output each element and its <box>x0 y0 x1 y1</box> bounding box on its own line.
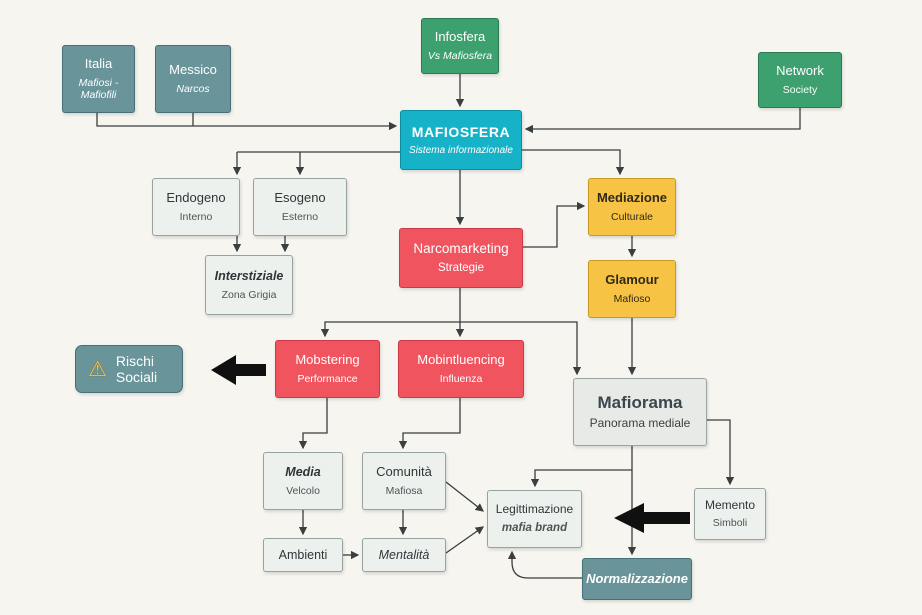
node-title: Media <box>285 465 321 480</box>
node-subtitle: Culturale <box>610 210 654 223</box>
black-arrow-to-legittimazione <box>614 503 690 533</box>
node-endogeno: Endogeno Interno <box>152 178 240 236</box>
node-network: Network Society <box>758 52 842 108</box>
node-glamour: Glamour Mafioso <box>588 260 676 318</box>
node-title: Mobstering <box>295 352 360 367</box>
edge-mobstering-media <box>298 398 328 450</box>
black-arrow-to-rischi <box>211 355 266 385</box>
edge-mentalita-legittimazione <box>445 526 485 554</box>
edge-mafiorama-memento <box>707 419 735 486</box>
node-messico: Messico Narcos <box>155 45 231 113</box>
node-infosfera: Infosfera Vs Mafiosfera <box>421 18 499 74</box>
edge-italia-mafiosfera <box>96 113 398 131</box>
node-ambienti: Ambienti <box>263 538 343 572</box>
node-title: Esogeno <box>274 190 326 205</box>
edge-mobintluencing-comunita <box>398 398 461 450</box>
node-title: Interstiziale <box>214 269 284 284</box>
node-mafiosfera: MAFIOSFERA Sistema informazionale <box>400 110 522 170</box>
node-title: Normalizzazione <box>586 570 688 586</box>
node-memento: Memento Simboli <box>694 488 766 540</box>
node-subtitle: Mafiosa <box>385 484 423 497</box>
node-narcomarketing: Narcomarketing Strategie <box>399 228 523 288</box>
node-title: Mobintluencing <box>417 352 505 367</box>
edge-comunita-legittimazione <box>445 481 484 512</box>
node-title: Rischi Sociali <box>115 352 158 385</box>
node-subtitle: Performance <box>297 372 358 385</box>
node-title: Mafiorama <box>597 392 683 412</box>
node-title: Network <box>776 63 824 78</box>
edge-narcomarketing-mediazione <box>523 201 586 248</box>
node-title: Comunità <box>376 464 432 479</box>
node-title: Legittimazione <box>495 501 574 516</box>
edge-mafiorama-legittimazione <box>530 469 632 488</box>
node-subtitle: Velcolo <box>286 484 320 497</box>
node-italia: Italia Mafiosi - Mafiofili <box>62 45 135 113</box>
node-subtitle: Vs Mafiosfera <box>427 49 493 62</box>
node-subtitle: Panorama mediale <box>589 416 691 431</box>
node-subtitle: mafia brand <box>501 521 568 534</box>
edge-normalizzazione-legittimazione <box>507 550 582 579</box>
warning-icon: ⚠ <box>88 357 107 381</box>
edge-network-mafiosfera <box>524 108 801 134</box>
node-legittimazione: Legittimazione mafia brand <box>487 490 582 548</box>
node-mediazione: Mediazione Culturale <box>588 178 676 236</box>
node-title: Endogeno <box>166 190 226 205</box>
node-subtitle: Zona Grigia <box>221 288 277 301</box>
node-title: Memento <box>704 497 756 512</box>
node-mafiorama: Mafiorama Panorama mediale <box>573 378 707 446</box>
node-subtitle: Mafioso <box>613 292 651 305</box>
node-title: Mentalità <box>378 547 430 562</box>
node-subtitle: Society <box>782 83 818 96</box>
node-title: Glamour <box>605 272 659 287</box>
node-esogeno: Esogeno Esterno <box>253 178 347 236</box>
node-title: Ambienti <box>278 547 328 562</box>
node-subtitle: Sistema informazionale <box>409 144 513 156</box>
node-media: Media Velcolo <box>263 452 343 510</box>
node-title: Messico <box>169 62 217 77</box>
node-title: Infosfera <box>434 29 486 44</box>
node-subtitle: Influenza <box>439 372 483 385</box>
node-comunita: Comunità Mafiosa <box>362 452 446 510</box>
node-rischi-sociali: ⚠ Rischi Sociali <box>75 345 183 393</box>
edge-mafiosfera-mediazione <box>522 149 625 176</box>
node-mobstering: Mobstering Performance <box>275 340 380 398</box>
node-mobintluencing: Mobintluencing Influenza <box>398 340 524 398</box>
node-title: Mediazione <box>596 190 668 205</box>
node-subtitle: Esterno <box>281 210 319 223</box>
node-title: Italia <box>84 55 113 71</box>
node-subtitle: Interno <box>179 210 213 223</box>
node-title: MAFIOSFERA <box>411 123 511 140</box>
edge-to-mobstering <box>320 321 460 338</box>
node-normalizzazione: Normalizzazione <box>582 558 692 600</box>
node-title: Narcomarketing <box>413 241 509 257</box>
node-subtitle: Mafiosi - Mafiofili <box>78 76 119 101</box>
node-subtitle: Narcos <box>176 82 210 95</box>
node-interstiziale: Interstiziale Zona Grigia <box>205 255 293 315</box>
node-subtitle: Simboli <box>712 517 748 530</box>
node-subtitle: Strategie <box>437 261 485 274</box>
node-mentalita: Mentalità <box>362 538 446 572</box>
